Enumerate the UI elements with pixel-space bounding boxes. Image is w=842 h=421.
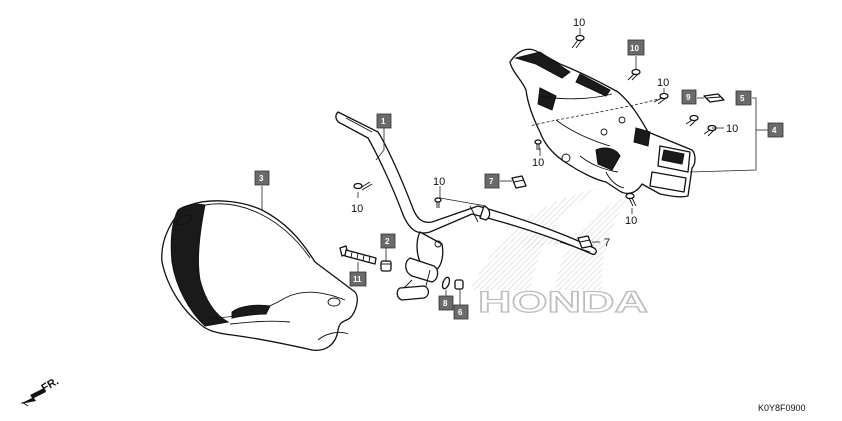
pinch-bolt [339,245,377,265]
callout-5: 5 [740,94,745,103]
callout-2: 2 [385,237,390,246]
screw-top [571,34,585,49]
leader-lines [261,28,768,305]
direction-label: FR. [40,375,61,394]
handlebar [335,111,597,301]
callout-6: 6 [458,308,463,317]
rear-handlebar-cover [509,48,696,198]
front-handlebar-cover [161,200,358,351]
screw-right-2 [685,114,699,127]
callout-3: 3 [259,174,264,183]
screws [353,34,717,208]
front-direction-indicator: FR. [20,375,61,407]
rubber-grommet [454,279,464,290]
callout-4: 4 [772,126,777,135]
diagram-code: K0Y8F0900 [758,403,806,413]
screw-center [434,197,442,208]
callout-7-upper: 7 [489,177,494,186]
callout-10-lower-right: 10 [625,215,637,227]
screw-left-cover [534,139,542,150]
clip-nut-upper [511,175,527,189]
honda-watermark: HONDA [470,188,649,320]
callout-1: 1 [381,117,386,126]
front-arrow-icon [20,388,46,404]
screw-right-3 [703,124,717,137]
callout-8: 8 [443,299,448,308]
screw-lower-cover [625,192,637,207]
callouts: 10 10 10 9 5 4 10 10 1 7 10 7 10 3 10 2 … [254,17,784,320]
callout-10-top: 10 [573,17,585,29]
callout-9: 9 [686,93,691,102]
washer [441,276,451,290]
callout-10-center: 10 [433,176,445,188]
callout-10-handlebar: 10 [351,203,363,215]
callout-10-boxed: 10 [630,44,639,53]
screw-right-1 [653,92,669,105]
callout-10-right: 10 [726,123,738,135]
callout-10-left-cover: 10 [532,157,544,169]
callout-11: 11 [353,275,362,284]
clip-nut-lower [577,235,593,249]
callout-10-upper-right: 10 [657,77,669,89]
handlebar-cap [380,260,392,272]
screw-handlebar [353,181,373,191]
screw-upper-mid [627,68,641,81]
cover-clip [703,93,725,103]
callout-7-lower: 7 [604,237,610,249]
honda-logo-text: HONDA [478,286,648,319]
